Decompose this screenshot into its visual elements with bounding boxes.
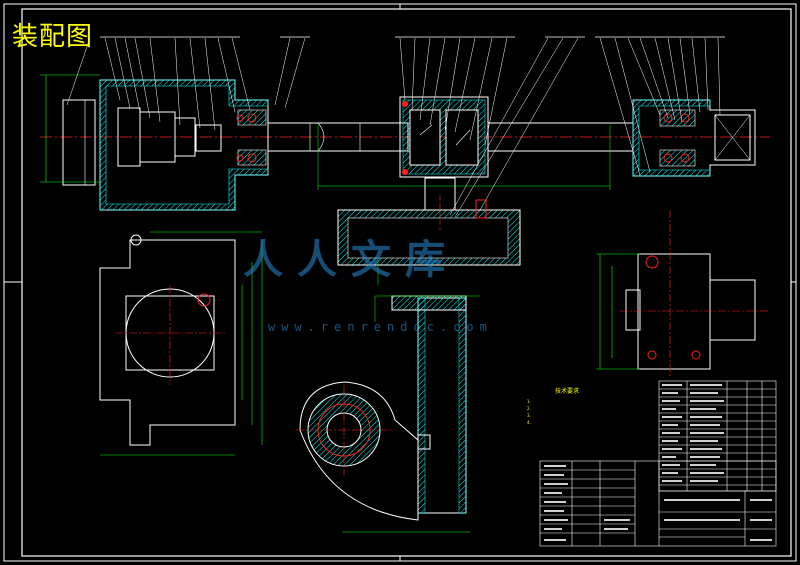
watermark-logo: 人人文库 xyxy=(243,237,459,283)
tech-note: 2. xyxy=(527,406,531,411)
watermark-url: www.renrendoc.com xyxy=(268,320,493,334)
drawing-frame xyxy=(3,3,797,562)
drawing-title: 装配图 xyxy=(12,22,94,52)
part-number-leaders xyxy=(66,37,721,218)
tech-note: 4. xyxy=(527,420,531,425)
flange-view xyxy=(296,381,431,521)
tech-requirements-title: 技术要求 xyxy=(555,388,580,395)
side-view xyxy=(596,210,770,378)
shaft-assembly-view xyxy=(40,74,770,211)
parts-list-table xyxy=(658,380,777,492)
title-block xyxy=(539,460,777,547)
tech-note: 3. xyxy=(527,413,531,418)
parts-list-filler xyxy=(662,384,724,482)
bearing-block-view xyxy=(99,231,263,456)
tech-requirements-notes: 1. 2. 3. 4. xyxy=(527,398,531,426)
support-bracket-section xyxy=(337,177,521,285)
title-block-filler xyxy=(544,465,772,541)
column-section-view xyxy=(342,295,480,533)
tech-note: 1. xyxy=(527,399,531,404)
